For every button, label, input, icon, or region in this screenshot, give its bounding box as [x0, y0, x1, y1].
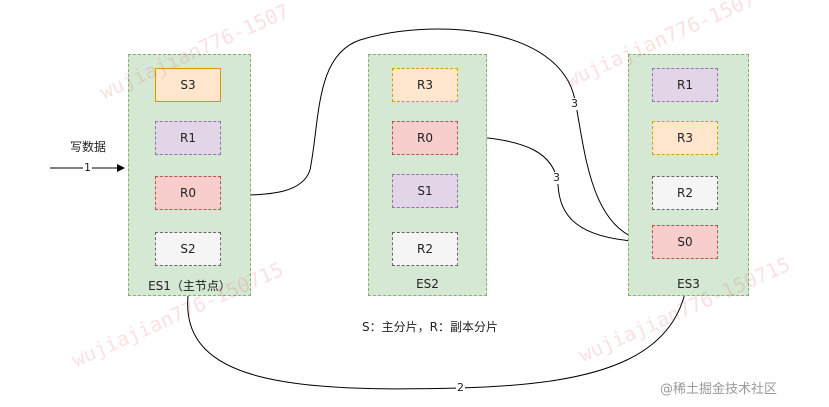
es2-shard-1: R3 [392, 68, 458, 102]
es2-shard-2: R0 [392, 121, 458, 155]
shard-label: R1 [677, 78, 693, 92]
shard-label: R2 [417, 242, 433, 256]
shard-label: R3 [677, 131, 693, 145]
shard-label: R2 [677, 186, 693, 200]
shard-label: S1 [417, 184, 433, 198]
shard-label: R3 [417, 78, 433, 92]
footer-watermark: @稀土掘金技术社区 [660, 382, 778, 397]
es1-shard-4: S2 [155, 232, 221, 266]
es2-label: ES2 [416, 277, 439, 291]
es1-shard-2: R1 [155, 121, 221, 155]
es1-shard-1: S3 [155, 68, 221, 102]
shard-label: S2 [180, 242, 196, 256]
es3-shard-4: S0 [652, 225, 718, 259]
shard-label: S0 [677, 235, 693, 249]
shard-label: S3 [180, 78, 196, 92]
replicate-to-es2-edge [457, 132, 651, 243]
es3-shard-1: R1 [652, 68, 718, 102]
edge-label-write: 1 [83, 161, 92, 174]
edge-label-forward: 2 [456, 381, 465, 394]
shard-label: R0 [417, 131, 433, 145]
es3-label: ES3 [677, 277, 700, 291]
edge-label-replicate-es2: 3 [552, 171, 561, 184]
es1-label: ES1（主节点） [148, 279, 231, 293]
write-data-label: 写数据 [70, 140, 107, 154]
shard-label: R0 [180, 186, 196, 200]
es3-shard-3: R2 [652, 176, 718, 210]
es2-shard-4: R2 [392, 232, 458, 266]
es3-shard-2: R3 [652, 121, 718, 155]
es1-shard-3: R0 [155, 176, 221, 210]
shard-label: R1 [180, 131, 196, 145]
edge-label-replicate-es1: 3 [570, 97, 579, 110]
es2-shard-3: S1 [392, 174, 458, 208]
legend-text: S：主分片，R：副本分片 [362, 320, 498, 334]
replicate-to-es1-edge [217, 28, 651, 243]
